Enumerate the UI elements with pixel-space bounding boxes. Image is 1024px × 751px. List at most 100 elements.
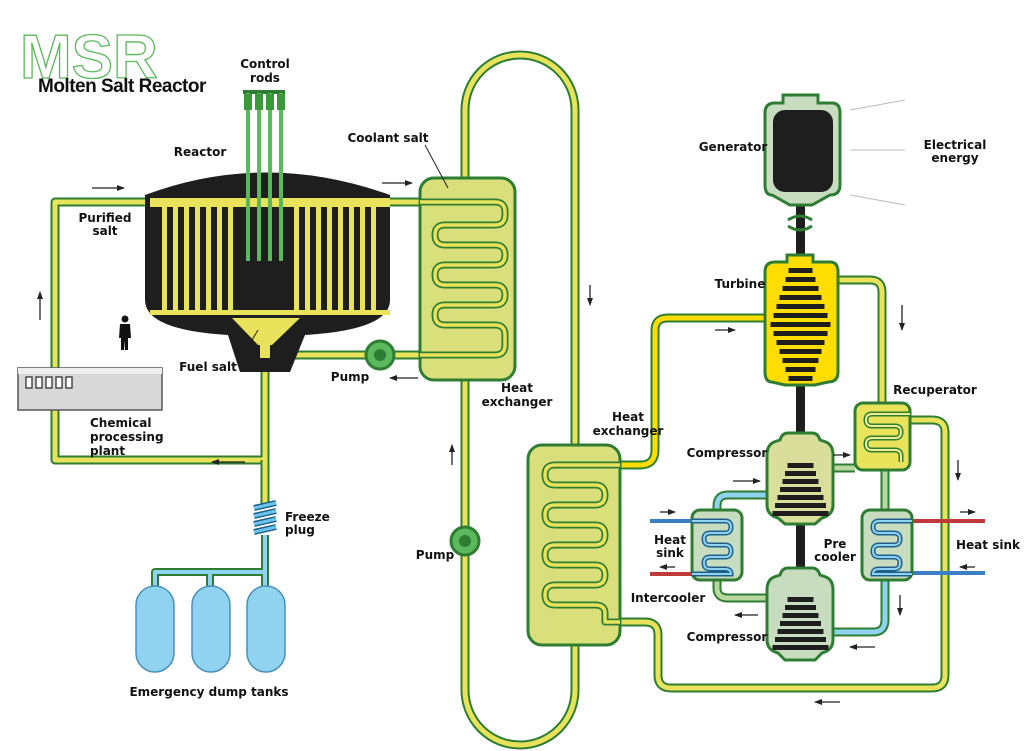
- logo-abbr: MSR: [20, 23, 158, 92]
- control-rod: [268, 93, 272, 261]
- core-channel: [294, 205, 299, 313]
- core-channel: [184, 205, 189, 313]
- blade: [787, 463, 814, 468]
- core-channel: [305, 205, 310, 313]
- label-purified-salt-2: salt: [92, 224, 117, 238]
- compressor-top: [765, 431, 835, 526]
- pump-bottom: [449, 525, 481, 557]
- blade: [782, 613, 819, 618]
- core-channel: [217, 205, 222, 313]
- label-reactor: Reactor: [174, 145, 227, 159]
- heat-exchanger-2: [526, 443, 622, 647]
- turbine-blade: [776, 340, 825, 345]
- intercooler: [690, 508, 744, 582]
- compressor-bottom: [765, 566, 835, 662]
- label-heat-exchanger-2b: exchanger: [593, 424, 664, 438]
- label-recuperator: Recuperator: [893, 383, 977, 397]
- core-channel: [349, 205, 354, 313]
- turbine-blade: [782, 358, 819, 363]
- label-electrical-energy-2: energy: [931, 151, 978, 165]
- core-channel: [162, 205, 167, 313]
- blade: [772, 645, 829, 650]
- label-heat-sink-left-2: sink: [656, 546, 685, 560]
- leader-lines: [239, 144, 449, 361]
- core-channel: [195, 205, 200, 313]
- core-channel: [173, 205, 178, 313]
- labels: Control rods Reactor Coolant salt Genera…: [79, 57, 1022, 699]
- label-heat-exchanger-2a: Heat: [612, 410, 644, 424]
- blade: [782, 479, 819, 484]
- turbine-blade: [785, 277, 816, 282]
- control-rods: [243, 90, 285, 261]
- electrical-energy-rays: [849, 99, 906, 206]
- turbine-blade: [773, 313, 828, 318]
- core-channel: [327, 205, 332, 313]
- emergency-dump-tanks: [135, 585, 286, 673]
- control-rod: [257, 93, 261, 261]
- reactor-core-channels: [150, 205, 390, 315]
- blade: [785, 471, 816, 476]
- label-heat-exchanger-1a: Heat: [501, 381, 533, 395]
- label-heat-sink-left-1: Heat: [654, 533, 686, 547]
- blade: [785, 605, 816, 610]
- turbine-blade: [788, 376, 813, 381]
- core-channel: [228, 205, 233, 313]
- label-control-rods-1: Control: [240, 57, 290, 71]
- blade: [777, 495, 824, 500]
- turbine-blade: [788, 268, 813, 273]
- turbine-blade: [779, 295, 822, 300]
- turbine-shaft: [796, 195, 805, 660]
- label-purified-salt-1: Purified: [79, 211, 132, 225]
- chemical-processing-plant: [17, 367, 163, 411]
- label-precooler-2: cooler: [814, 550, 856, 564]
- core-channel: [338, 205, 343, 313]
- label-pump-bottom: Pump: [416, 548, 455, 562]
- pump-top: [364, 339, 396, 371]
- label-electrical-energy-1: Electrical: [924, 138, 987, 152]
- blade: [772, 511, 829, 516]
- blade: [775, 503, 826, 508]
- label-chemical-plant-1: Chemical: [90, 416, 151, 430]
- label-turbine: Turbine: [715, 277, 766, 291]
- core-channel: [206, 205, 211, 313]
- label-heat-exchanger-1b: exchanger: [482, 395, 553, 409]
- blade: [787, 597, 814, 602]
- blade: [780, 621, 821, 626]
- generator: [763, 93, 842, 232]
- logo-title: Molten Salt Reactor: [38, 76, 207, 97]
- reactor-vessel: [145, 172, 390, 372]
- blade: [780, 487, 821, 492]
- recuperator: [853, 401, 912, 472]
- label-control-rods-2: rods: [250, 71, 280, 85]
- label-dump-tanks: Emergency dump tanks: [129, 685, 288, 699]
- turbine-blade: [776, 304, 825, 309]
- core-channel: [316, 205, 321, 313]
- control-rod-drive: [255, 94, 263, 110]
- person-icon: [119, 315, 131, 350]
- label-chemical-plant-2: processing: [90, 430, 164, 444]
- logo: MSR Molten Salt Reactor: [19, 22, 207, 97]
- label-pump-top: Pump: [331, 370, 370, 384]
- precooler: [860, 508, 914, 582]
- label-intercooler: Intercooler: [631, 591, 706, 605]
- flow-arrows: [37, 180, 976, 705]
- blade: [777, 629, 824, 634]
- gas-loop-pipes: [620, 275, 950, 693]
- label-chemical-plant-3: plant: [90, 444, 125, 458]
- label-fuel-salt: Fuel salt: [179, 360, 237, 374]
- label-precooler-1: Pre: [824, 537, 847, 551]
- core-channel: [360, 205, 365, 313]
- turbine: [763, 253, 840, 387]
- label-coolant-salt: Coolant salt: [347, 131, 428, 145]
- control-rod: [279, 93, 283, 261]
- label-compressor-bottom: Compressor: [687, 630, 768, 644]
- freeze-plug: [253, 500, 277, 535]
- label-generator: Generator: [699, 140, 768, 154]
- core-channel: [371, 205, 376, 313]
- drain-lines: [151, 535, 269, 590]
- label-compressor-top: Compressor: [687, 446, 768, 460]
- turbine-blade: [785, 367, 816, 372]
- blade: [775, 637, 826, 642]
- control-rod-drive: [244, 94, 252, 110]
